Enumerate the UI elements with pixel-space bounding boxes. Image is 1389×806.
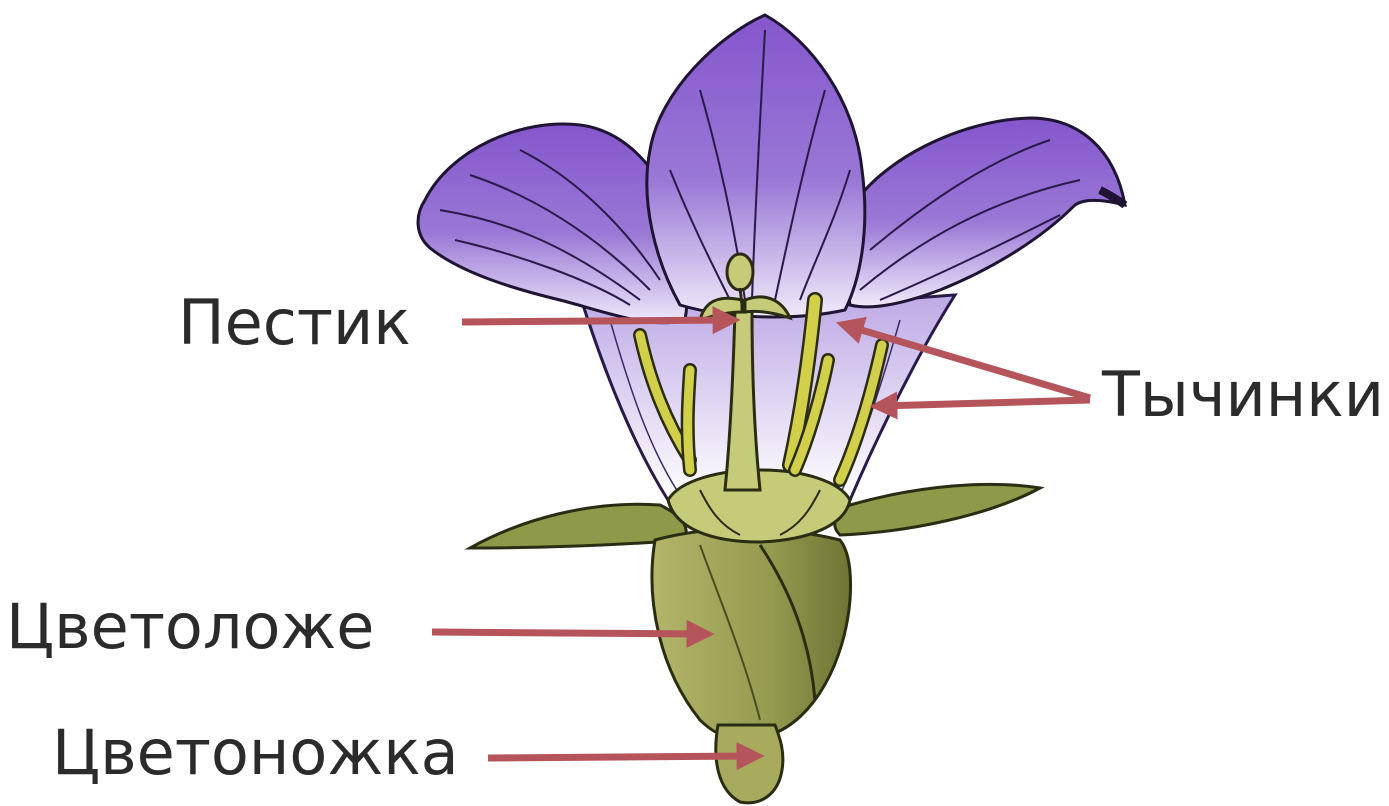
petal-left <box>418 124 688 323</box>
pedicel-body <box>716 725 783 803</box>
arrow-pedicel <box>488 756 752 758</box>
arrow-receptacle <box>432 632 702 634</box>
arrow-stamen-lower <box>882 400 1090 406</box>
label-pedicel: Цветоножка <box>52 722 459 784</box>
petal-right <box>845 118 1125 307</box>
label-pistil: Пестик <box>178 292 411 354</box>
label-stamens: Тычинки <box>1102 364 1384 426</box>
label-receptacle: Цветоложе <box>6 596 374 658</box>
petal-center <box>647 15 865 317</box>
arrow-pistil <box>462 320 728 322</box>
